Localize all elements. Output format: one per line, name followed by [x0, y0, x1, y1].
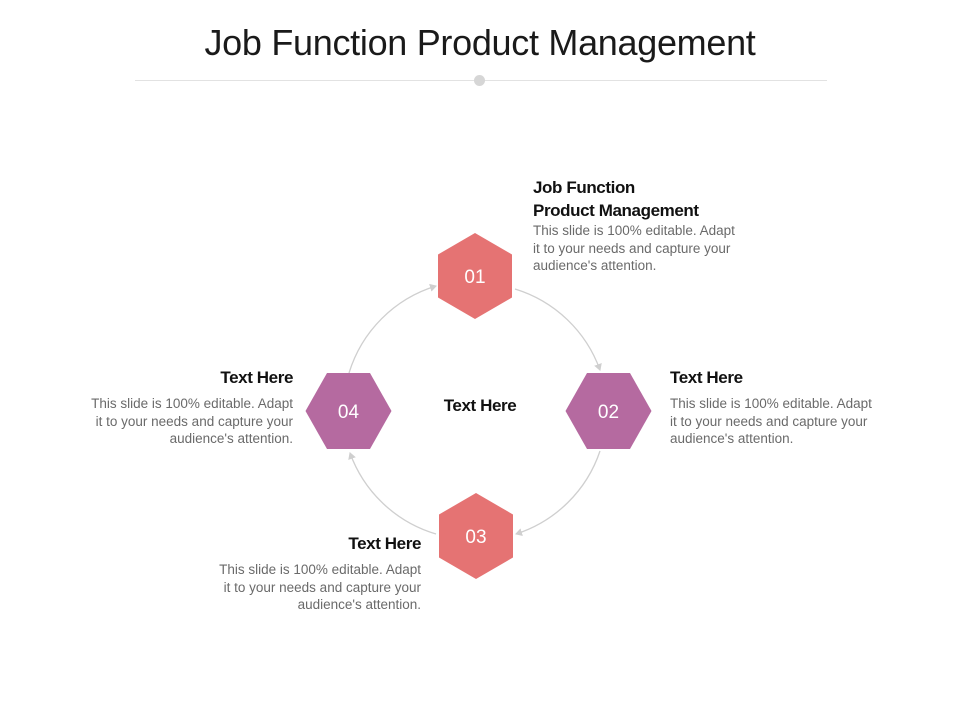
step-description: This slide is 100% editable. Adapt it to… [670, 396, 872, 446]
step-02-text: Text Here This slide is 100% editable. A… [670, 366, 910, 448]
step-04-text: Text Here This slide is 100% editable. A… [53, 366, 293, 448]
step-hexagon-03: 03 [439, 493, 513, 579]
step-description: This slide is 100% editable. Adapt it to… [219, 562, 421, 612]
step-description: This slide is 100% editable. Adapt it to… [533, 223, 735, 273]
step-hexagon-04: 04 [305, 373, 392, 449]
step-number: 01 [464, 267, 485, 288]
arrow-03-to-04 [348, 452, 437, 535]
step-01-text: Job Function Product Management This sli… [533, 176, 773, 275]
arrow-04-to-01 [348, 283, 437, 374]
arrow-01-to-02 [514, 288, 602, 371]
step-heading: Job Function Product Management [533, 178, 699, 220]
step-03-text: Text Here This slide is 100% editable. A… [181, 532, 421, 614]
step-description: This slide is 100% editable. Adapt it to… [91, 396, 293, 446]
step-number: 03 [465, 527, 486, 548]
step-number: 02 [598, 402, 619, 423]
divider-dot [474, 75, 485, 86]
center-label: Text Here [443, 396, 517, 415]
arrow-02-to-03 [515, 450, 601, 536]
step-heading: Text Here [670, 368, 743, 387]
step-hexagon-01: 01 [438, 233, 512, 319]
step-heading: Text Here [348, 534, 421, 553]
step-heading: Text Here [220, 368, 293, 387]
step-hexagon-02: 02 [565, 373, 652, 449]
page-title: Job Function Product Management [204, 22, 756, 63]
step-number: 04 [338, 402, 360, 423]
